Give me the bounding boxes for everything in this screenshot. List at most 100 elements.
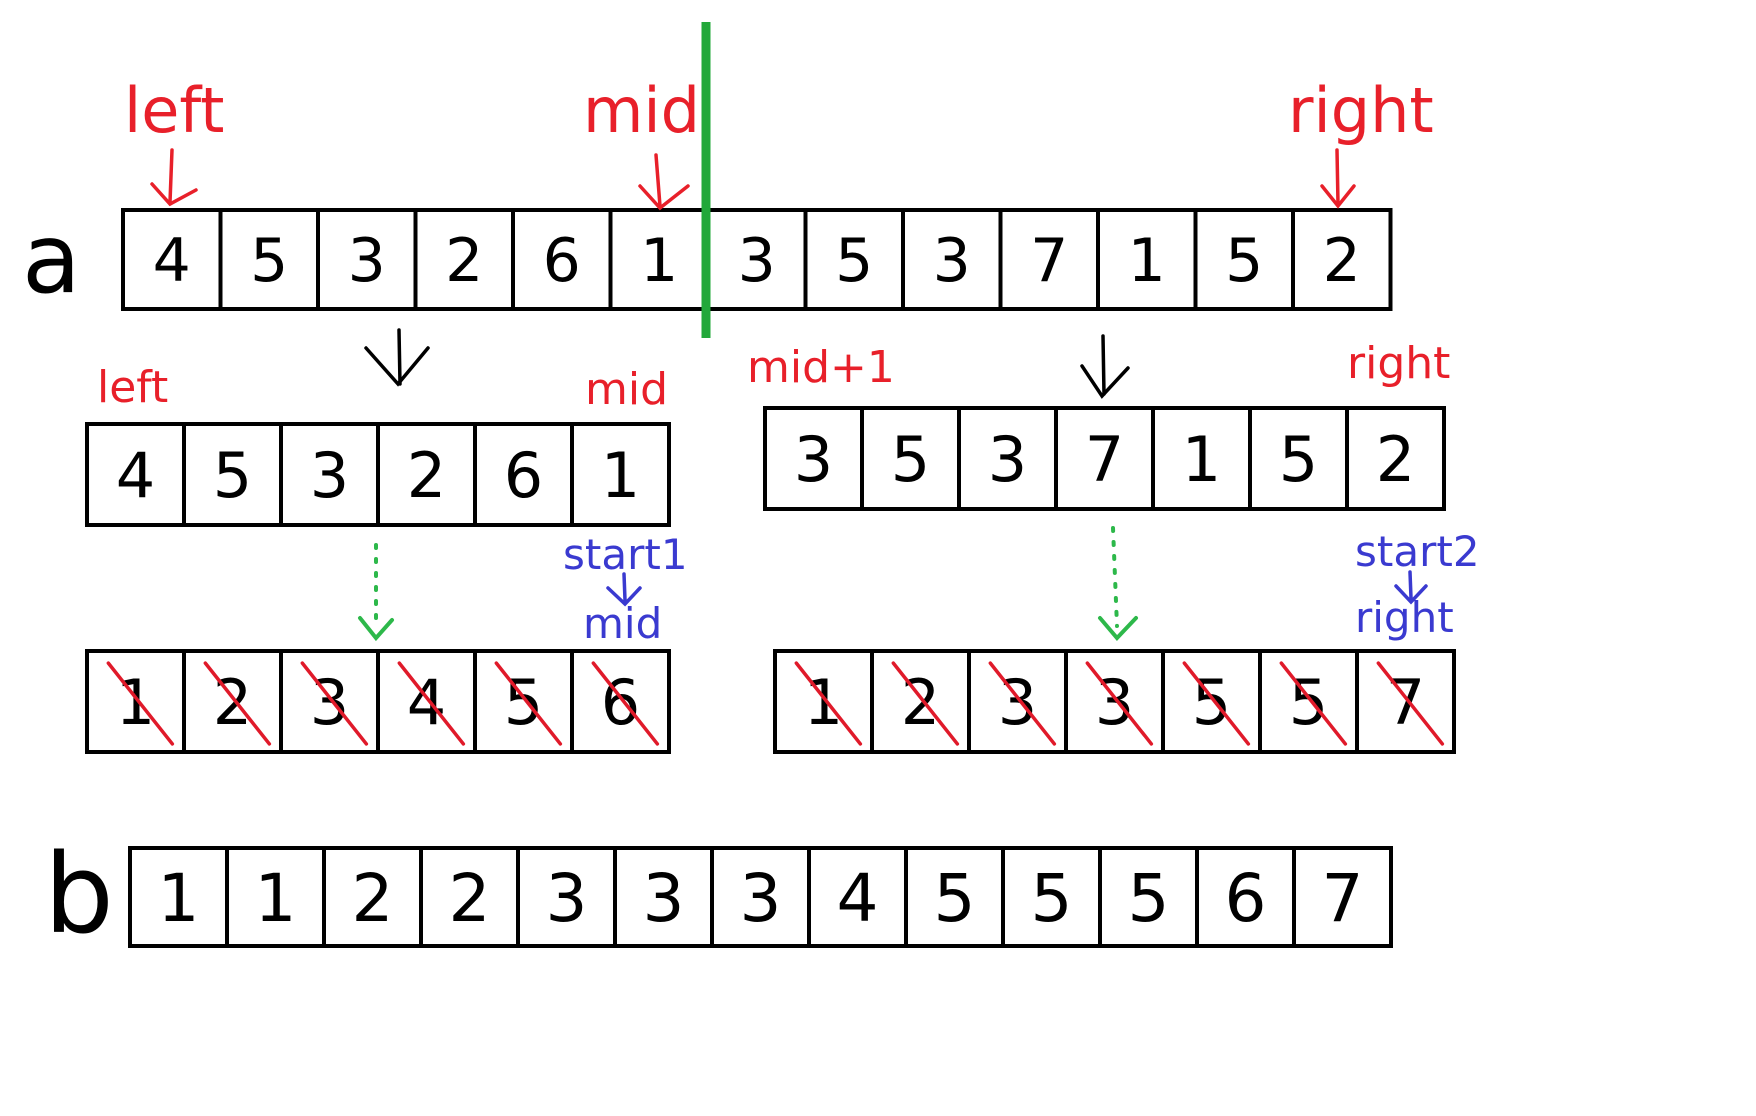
array-cell bbox=[128, 846, 229, 948]
array-cell bbox=[870, 649, 971, 754]
array-cell bbox=[803, 208, 905, 311]
array-cell bbox=[121, 208, 223, 311]
array-cell-value: 4 bbox=[407, 666, 446, 739]
array-cell-value: 2 bbox=[352, 860, 394, 937]
array-cell-value: 7 bbox=[1030, 226, 1068, 296]
array-b-name: b bbox=[44, 830, 114, 958]
array-cell-value: 5 bbox=[1289, 666, 1328, 739]
array-cell-value: 1 bbox=[255, 860, 297, 937]
pointer-start2-right-label: right bbox=[1355, 593, 1454, 642]
array-cell-value: 2 bbox=[901, 666, 940, 739]
array-cell bbox=[1292, 846, 1393, 948]
array-cell-value: 3 bbox=[310, 666, 349, 739]
array-cell-value: 2 bbox=[449, 860, 491, 937]
strike-mark bbox=[1376, 661, 1445, 746]
array-cell bbox=[570, 422, 671, 527]
array-cell-value: 5 bbox=[213, 439, 252, 512]
array-cell-value: 1 bbox=[1182, 423, 1221, 496]
array-cell bbox=[1291, 208, 1393, 311]
array-cell bbox=[182, 422, 283, 527]
array-cell-value: 3 bbox=[643, 860, 685, 937]
array-cell-value: 7 bbox=[1322, 860, 1364, 937]
strike-mark bbox=[1085, 661, 1154, 746]
array-cell bbox=[473, 422, 574, 527]
array-cell-value: 2 bbox=[407, 439, 446, 512]
array-cell-value: 4 bbox=[837, 860, 879, 937]
array-cell-value: 1 bbox=[1128, 226, 1166, 296]
array-cell-value: 3 bbox=[1095, 666, 1134, 739]
array-cell bbox=[807, 846, 908, 948]
array-cell bbox=[279, 649, 380, 754]
array-cell bbox=[1151, 406, 1252, 511]
array-cell-value: 5 bbox=[1192, 666, 1231, 739]
array-cell-value: 2 bbox=[1376, 423, 1415, 496]
array-cell-value: 5 bbox=[1031, 860, 1073, 937]
array-cell-value: 6 bbox=[504, 439, 543, 512]
array-cell-value: 3 bbox=[794, 423, 833, 496]
dotted-arrow-left-icon bbox=[358, 616, 394, 642]
array-cell-value: 6 bbox=[601, 666, 640, 739]
array-cell bbox=[218, 208, 320, 311]
pointer-start1-arrow-icon bbox=[606, 572, 642, 607]
strike-mark bbox=[891, 661, 960, 746]
array-cell bbox=[860, 406, 961, 511]
array-cell-value: 6 bbox=[543, 226, 581, 296]
array-cell bbox=[322, 846, 423, 948]
label-left-half-mid: mid bbox=[585, 364, 668, 415]
array-cell-value: 5 bbox=[1128, 860, 1170, 937]
array-cell-value: 1 bbox=[158, 860, 200, 937]
array-cell-value: 3 bbox=[546, 860, 588, 937]
strike-mark bbox=[794, 661, 863, 746]
array-cell bbox=[1064, 649, 1165, 754]
array-cell-value: 5 bbox=[1225, 226, 1263, 296]
array-cell-value: 2 bbox=[213, 666, 252, 739]
label-right-half-start: mid+1 bbox=[747, 342, 895, 393]
arrow-a-left-icon bbox=[150, 148, 198, 207]
strike-mark bbox=[1279, 661, 1348, 746]
strike-mark bbox=[1182, 661, 1251, 746]
array-cell-value: 5 bbox=[504, 666, 543, 739]
strike-mark bbox=[203, 661, 272, 746]
array-cell bbox=[901, 208, 1003, 311]
array-cell bbox=[773, 649, 874, 754]
array-cell bbox=[1345, 406, 1446, 511]
array-cell bbox=[967, 649, 1068, 754]
array-cell-value: 2 bbox=[1323, 226, 1361, 296]
array-cell-value: 5 bbox=[891, 423, 930, 496]
array-cell-value: 3 bbox=[933, 226, 971, 296]
array-cell bbox=[998, 208, 1100, 311]
array-cell-value: 1 bbox=[116, 666, 155, 739]
array-cell-value: 1 bbox=[601, 439, 640, 512]
array-cell-value: 1 bbox=[804, 666, 843, 739]
strike-mark bbox=[494, 661, 563, 746]
array-cell-value: 7 bbox=[1386, 666, 1425, 739]
array-cell bbox=[706, 208, 808, 311]
pointer-start1-mid-label: mid bbox=[583, 599, 662, 648]
strike-mark bbox=[397, 661, 466, 746]
array-cell bbox=[1001, 846, 1102, 948]
array-cell bbox=[516, 846, 617, 948]
array-cell-value: 3 bbox=[348, 226, 386, 296]
array-cell bbox=[1054, 406, 1155, 511]
label-right-half-end: right bbox=[1347, 338, 1450, 389]
split-arrow-left-icon bbox=[364, 328, 430, 387]
pointer-start2-label: start2 bbox=[1355, 527, 1480, 576]
split-arrow-right-icon bbox=[1080, 334, 1130, 399]
dotted-arrow-right-icon bbox=[1098, 616, 1138, 641]
array-cell-value: 3 bbox=[740, 860, 782, 937]
array-cell-value: 2 bbox=[445, 226, 483, 296]
array-cell-value: 3 bbox=[310, 439, 349, 512]
dotted-arrow-right-shaft bbox=[1111, 526, 1119, 628]
label-a-right: right bbox=[1288, 74, 1434, 147]
array-cell bbox=[376, 649, 477, 754]
array-cell bbox=[376, 422, 477, 527]
array-cell-value: 5 bbox=[934, 860, 976, 937]
